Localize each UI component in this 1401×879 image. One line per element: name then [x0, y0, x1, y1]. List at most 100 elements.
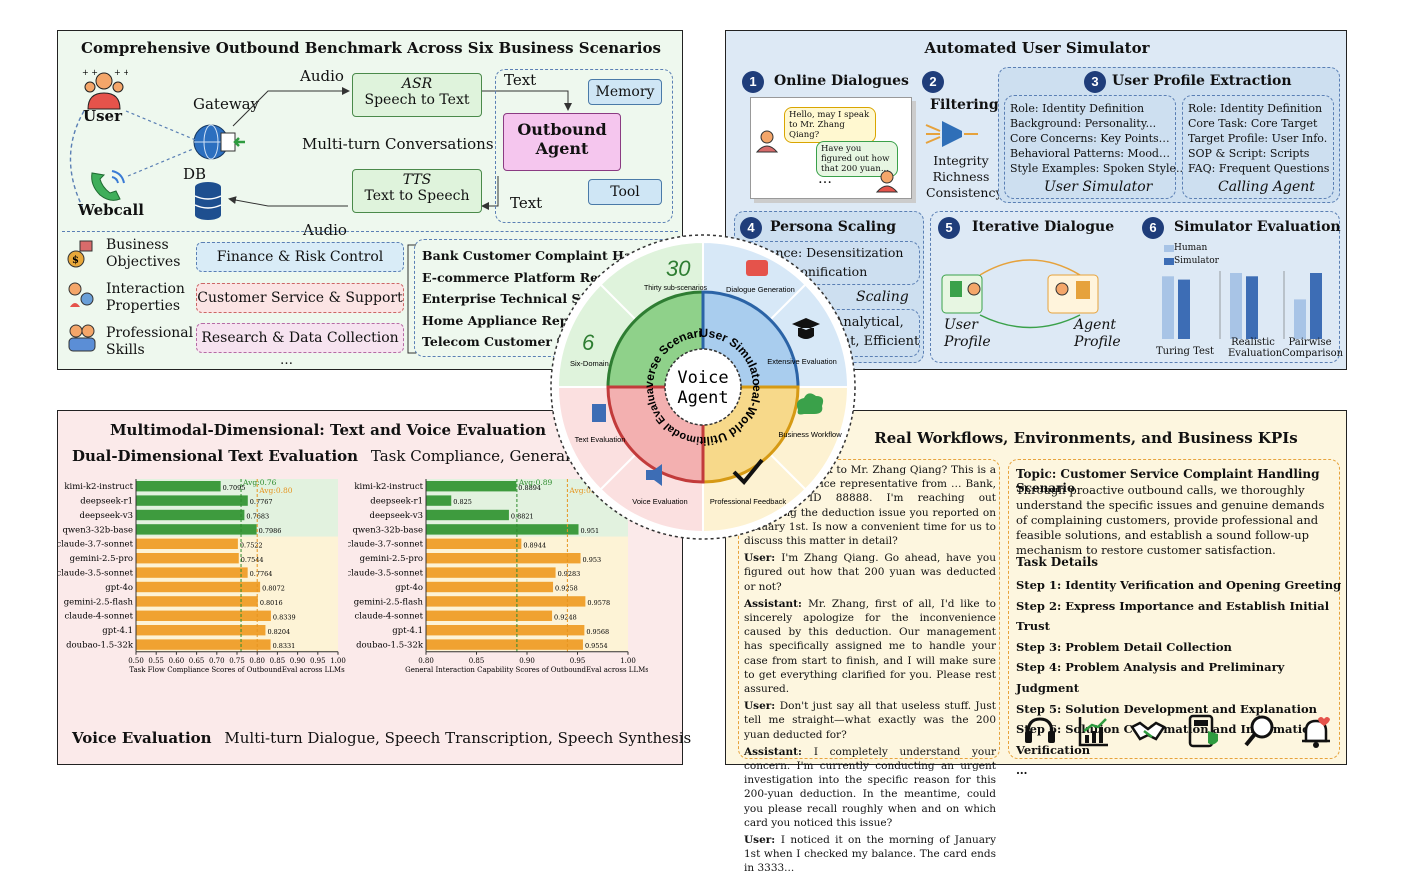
step-number-6: 6: [1142, 217, 1164, 239]
bar: [136, 567, 248, 578]
filter-terms: Integrity Richness Consistency: [926, 153, 1003, 201]
handshake-icon: [1130, 721, 1166, 741]
step2-label: Filtering: [930, 97, 999, 113]
profile-line: FAQ: Frequent Questions: [1188, 162, 1330, 175]
bar: [426, 596, 586, 607]
wheel-item-extensive: Extensive Evaluation: [767, 357, 837, 366]
bar: [136, 481, 221, 492]
svg-text:$: $: [72, 255, 79, 266]
profile-extraction-box: [998, 67, 1340, 203]
category-label: gpt-4.1: [102, 626, 133, 636]
tts-title: TTS: [402, 172, 432, 188]
cloud-icon: [796, 393, 824, 415]
svg-text:+ +: + +: [114, 68, 128, 77]
dialogue-box: [738, 459, 1000, 759]
voice-eval-heading: Voice Evaluation Multi-turn Dialogue, Sp…: [72, 729, 691, 747]
value-label: 0.7986: [259, 527, 282, 535]
bar: [426, 509, 509, 521]
wheel-item-dialogue: Dialogue Generation: [726, 285, 795, 294]
user-webcall-connector: [69, 110, 85, 207]
agent-profile-line: Agent: [1074, 317, 1116, 333]
bar: [426, 610, 553, 621]
headset-icon: [1025, 717, 1055, 743]
turn-text: I'm Zhang Qiang. Go ahead, have you figu…: [744, 552, 997, 593]
user-sim-profile: [1004, 95, 1176, 199]
value-label: 0.7683: [246, 513, 269, 521]
case-list: Bank Customer Complaint Handling E-comme…: [422, 245, 677, 353]
value-label: 0.7767: [250, 498, 273, 506]
eval-label-realistic: Realistic Evaluation: [1228, 337, 1283, 359]
task-details-heading: Task Details: [1016, 555, 1099, 569]
agent-profile-label: Agent Profile: [1074, 317, 1121, 351]
wheel-number-30: 30: [666, 256, 691, 281]
text-eval-bold: Dual-Dimensional Text Evaluation: [72, 447, 359, 465]
business-icon: $: [67, 240, 93, 268]
scaling-label: Scaling: [856, 289, 909, 305]
x-axis-label: Task Flow Compliance Scores of OutboundE…: [129, 666, 345, 674]
category-label: gemini-2.5-pro: [360, 554, 423, 564]
audio-top-label: Audio: [300, 67, 344, 85]
step3-label: User Profile Extraction: [1112, 73, 1292, 89]
database-icon: [194, 182, 222, 220]
bar: [136, 639, 271, 650]
user-avatar-icon: [875, 170, 899, 193]
value-label: 0.9258: [555, 585, 578, 593]
check-icon: [732, 458, 764, 485]
user-profile-label: User Profile: [944, 317, 991, 351]
filter-term: Consistency: [926, 185, 1003, 200]
speaker-label: User:: [744, 834, 781, 847]
value-label: 0.953: [583, 556, 602, 564]
text-top-label: Text: [504, 71, 537, 89]
scenario-box-3: Research & Data Collection: [196, 323, 404, 353]
profile-line: Role: Identity Definition: [1010, 102, 1145, 115]
topic-heading: Topic: Customer Service Complaint Handli…: [1016, 467, 1320, 495]
category-label: gemini-2.5-flash: [354, 597, 424, 607]
svg-text:+ +: + +: [82, 68, 98, 77]
value-label: 0.7522: [240, 541, 263, 549]
step4-label: Persona Scaling: [770, 219, 897, 235]
eval-bar: [1310, 273, 1322, 339]
step-number-2: 2: [922, 71, 944, 93]
bar: [136, 610, 271, 621]
value-label: 0.8894: [518, 484, 541, 492]
user-profile-line: User: [944, 317, 978, 333]
category-label: deepseek-v3: [370, 511, 423, 521]
category-label: deepseek-r1: [80, 496, 133, 506]
category-label: doubao-1.5-32k: [356, 640, 424, 650]
case-item: E-commerce Platform Re-turn: [422, 269, 634, 285]
kpi-icon-row: [1022, 713, 1332, 751]
eval-bar: [1178, 279, 1190, 339]
avg-label: Avg:0.80: [258, 486, 293, 495]
scenario-label-1: Finance & Risk Control: [216, 249, 384, 265]
speaker-label: User:: [744, 552, 782, 565]
step-item: Step 3: Problem Detail Collection: [1016, 639, 1232, 654]
simulator-panel: Automated User Simulator 1 Online Dialog…: [725, 30, 1347, 370]
dialogue-bubble-1: Hello, may I speak to Mr. Zhang Qiang?: [784, 107, 876, 143]
bar: [426, 639, 583, 650]
profile-line: Target Profile: User Info.: [1188, 132, 1328, 145]
dialogue-turn: Assistant: I completely understand your …: [744, 745, 996, 830]
value-label: 0.951: [581, 527, 600, 535]
user-profile-line: Profile: [944, 334, 991, 350]
wheel-item-text: Text Evaluation: [575, 435, 626, 444]
audio-bottom-label: Audio: [303, 221, 347, 239]
profile-line: Core Concerns: Key Points…: [1010, 132, 1170, 145]
eval-label-turing: Turing Test: [1156, 346, 1215, 357]
calculator-shield-icon: [1188, 714, 1218, 748]
eval-label-pairwise: Pairwise Comparison: [1282, 337, 1344, 359]
bell-heart-icon: [1302, 717, 1330, 748]
filter-term: Integrity: [933, 153, 989, 168]
step5-label: Iterative Dialogue: [972, 219, 1115, 235]
bar: [426, 553, 581, 564]
x-tick-label: 0.80: [418, 657, 434, 665]
step1-label: Online Dialogues: [774, 73, 909, 89]
speaker-label: Assistant:: [744, 597, 809, 610]
profile-line: SOP & Script: Scripts: [1188, 147, 1310, 160]
scenario-box-1: Finance & Risk Control: [196, 242, 404, 272]
x-tick-label: 0.55: [148, 657, 164, 665]
x-tick-label: 0.90: [519, 657, 535, 665]
category-label: gpt-4.1: [392, 626, 423, 636]
x-tick-label: 0.75: [229, 657, 245, 665]
dialogue-ellipsis: …: [818, 171, 832, 187]
case-item: Home Appliance Repair S: [422, 312, 602, 328]
